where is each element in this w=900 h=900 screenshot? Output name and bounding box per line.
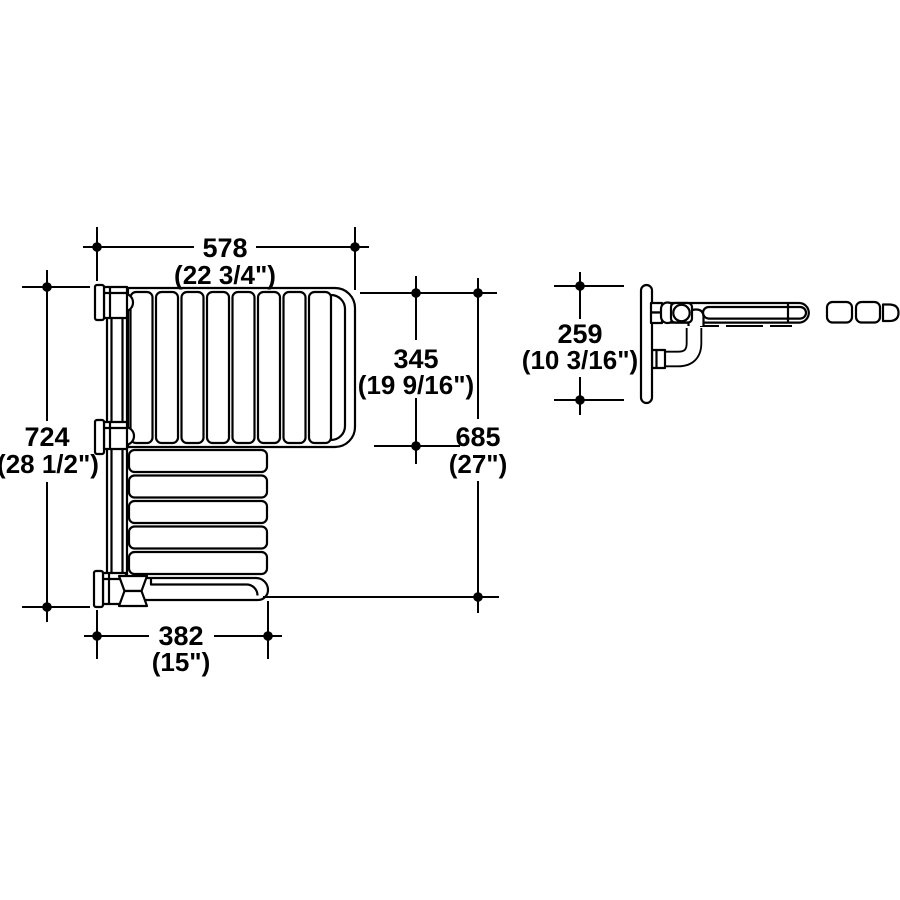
seat-bottom-rail-inner-line — [149, 578, 259, 596]
backrest-slat — [307, 290, 333, 445]
knob-upper — [117, 574, 149, 593]
backrest-slat — [129, 290, 154, 445]
bracket-block — [102, 285, 129, 320]
slat-section — [854, 300, 882, 324]
dimension-lines — [263, 278, 499, 613]
bracket-block — [102, 420, 129, 451]
front-view — [92, 283, 357, 609]
dimension-dot — [411, 441, 421, 451]
dimension-lines — [83, 227, 369, 290]
dimension-seat-width: 382 (15") — [84, 601, 282, 677]
knob-lower — [117, 589, 149, 608]
dimension-dot — [473, 288, 483, 298]
dim-seat-width-mm: 382 — [158, 621, 203, 651]
dimension-lines — [554, 272, 624, 415]
dim-overall-height-mm: 724 — [24, 422, 69, 452]
backrest-frame-inner-line — [330, 293, 347, 442]
dimension-dot — [411, 288, 421, 298]
dimension-dot — [473, 592, 483, 602]
dimension-wall-height: 685 (27") — [263, 278, 507, 613]
dimension-side-depth: 259 (10 3/16") — [522, 272, 638, 415]
dim-overall-height-inches: (28 1/2") — [0, 449, 99, 479]
seat-slat — [127, 525, 269, 550]
dim-top-width-inches: (22 3/4") — [174, 260, 276, 290]
backrest-slat — [205, 290, 231, 445]
dim-backrest-height-inches: (19 9/16") — [358, 370, 474, 400]
hinge-release-knob — [117, 574, 149, 608]
slat-section — [825, 300, 854, 324]
bracket-wall-plate — [93, 418, 106, 456]
pivot-bolt — [672, 303, 691, 323]
dimension-lines — [22, 270, 90, 622]
dimension-top-width: 578 (22 3/4") — [83, 227, 369, 290]
dim-seat-width-inches: (15") — [152, 647, 211, 677]
dimension-dot — [575, 395, 585, 405]
dim-side-depth-mm: 259 — [557, 319, 602, 349]
seat-end-cap — [881, 303, 900, 323]
bracket-wall-plate — [92, 569, 105, 609]
seat-frame-inner-sleeve — [701, 305, 808, 320]
wall-plate — [639, 283, 654, 405]
dimension-dot — [575, 281, 585, 291]
dim-wall-height-mm: 685 — [455, 422, 500, 452]
dimension-dot — [92, 242, 102, 252]
dimension-dot — [42, 282, 52, 292]
dim-backrest-height-mm: 345 — [393, 344, 438, 374]
dimension-dot — [350, 242, 360, 252]
dim-top-width-mm: 578 — [202, 233, 247, 263]
seat-bottom-rail — [127, 576, 270, 602]
backrest-slat — [282, 290, 307, 445]
dimension-dot — [92, 631, 102, 641]
backrest-slats — [129, 290, 333, 445]
seat-slat — [127, 499, 269, 525]
dim-side-depth-inches: (10 3/16") — [522, 345, 638, 375]
backrest-slat — [154, 290, 180, 445]
seat-slat — [127, 474, 269, 499]
arm-foot-block — [650, 348, 667, 370]
seat-slats — [127, 448, 269, 576]
seat-slat — [127, 550, 269, 576]
backrest-slat — [180, 290, 205, 445]
dimension-dot — [42, 602, 52, 612]
support-arm-body — [659, 328, 701, 366]
side-view — [639, 283, 900, 405]
backrest-slat — [256, 290, 282, 445]
mounting-bracket-top — [93, 283, 129, 322]
dimension-dot — [263, 631, 273, 641]
dimension-backrest-height: 345 (19 9/16") — [358, 276, 497, 464]
backrest-slat — [231, 290, 256, 445]
dimension-overall-height: 724 (28 1/2") — [0, 270, 99, 622]
bracket-wall-plate — [93, 283, 106, 322]
seat-slat — [127, 448, 269, 474]
dim-wall-height-inches: (27") — [449, 449, 508, 479]
mounting-bracket-middle — [93, 418, 129, 456]
